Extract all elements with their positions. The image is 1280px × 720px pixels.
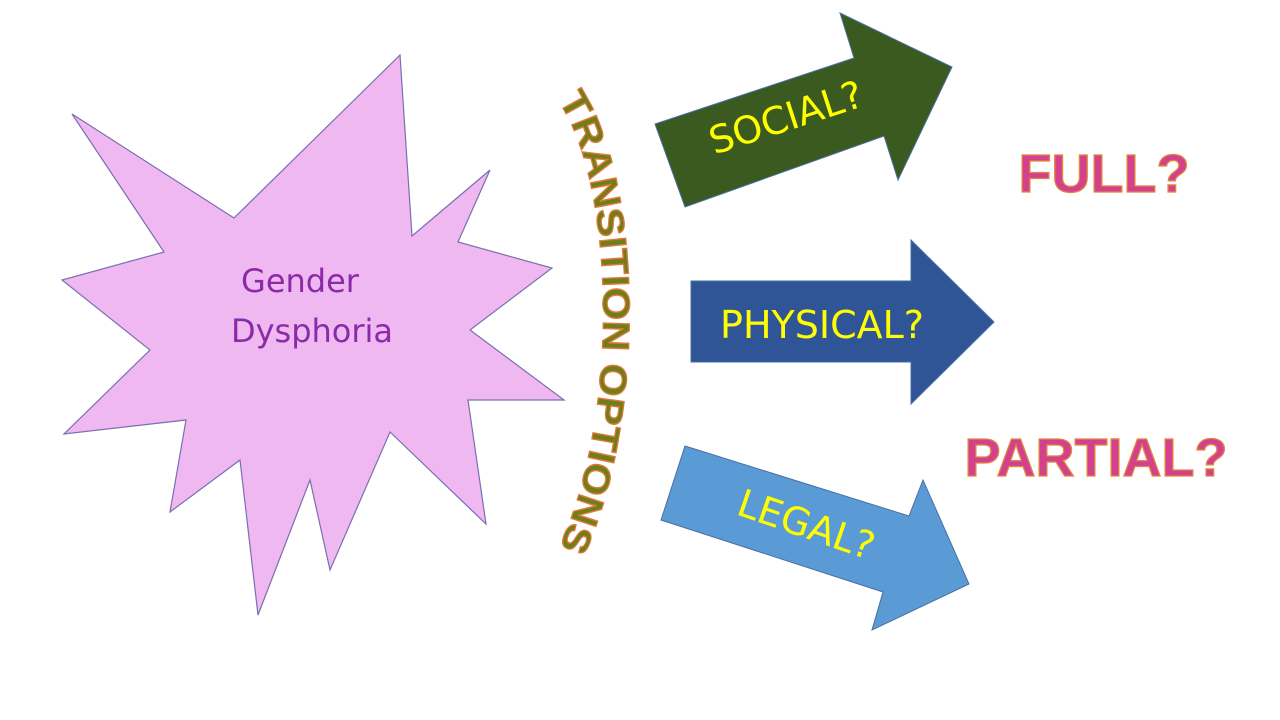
outcome-partial: PARTIAL? <box>965 428 1228 488</box>
gender-dysphoria-starburst <box>60 53 566 616</box>
center-label-line2: Dysphoria <box>231 312 393 350</box>
social-arrow-shape <box>654 12 953 208</box>
legal-arrow: LEGAL? <box>660 445 970 631</box>
outcome-full: FULL? <box>1019 144 1190 204</box>
center-label-line1: Gender <box>241 262 360 300</box>
physical-arrow-shape <box>690 238 995 406</box>
legal-arrow-shape <box>660 445 970 631</box>
physical-arrow: PHYSICAL? <box>690 238 995 406</box>
social-arrow: SOCIAL? <box>654 12 953 208</box>
transition-options-arc-label: TRANSITION OPTIONS <box>551 84 637 560</box>
physical-arrow-label: PHYSICAL? <box>720 303 924 347</box>
